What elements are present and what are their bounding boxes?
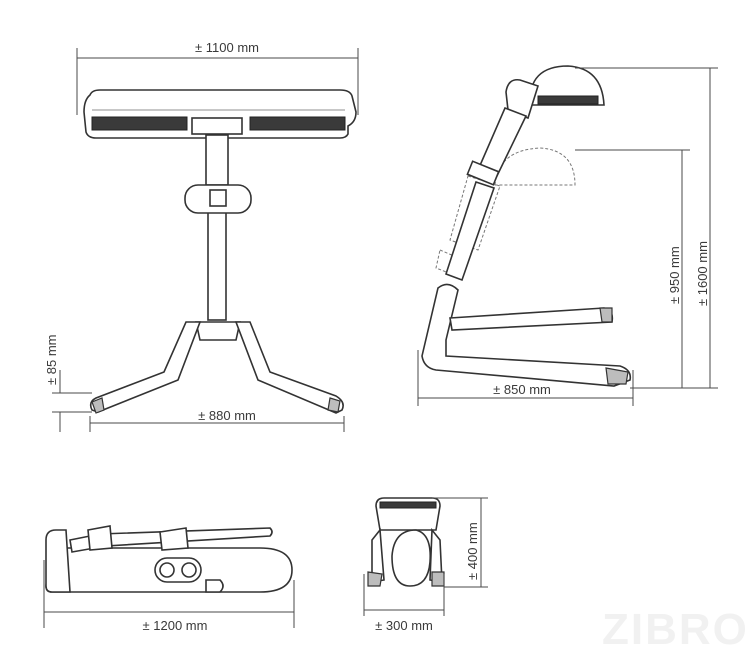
front-foot-left [91,397,105,414]
folded-foot [205,579,224,593]
folded-knob-left [159,562,175,578]
front-pole-lower [207,209,227,321]
end-width-label: ± 300 mm [375,618,433,633]
watermark: ZIBRO [602,605,749,654]
end-head-body [391,529,432,587]
front-foot-height-label: ± 85 mm [44,335,59,385]
front-view: ± 1100 mm ± 880 mm ± 85 mm [44,40,359,432]
front-width-label: ± 1100 mm [195,40,259,55]
end-heating-element [379,501,437,509]
side-arm-collar [466,160,500,186]
side-base-depth-label: ± 850 mm [493,382,551,397]
side-head-joint [505,78,539,120]
folded-end-view: ± 400 mm ± 300 mm [363,497,488,633]
folded-knob-right [181,562,197,578]
folded-length-label: ± 1200 mm [143,618,208,633]
side-base-frame [421,283,632,387]
side-min-height-label: ± 950 mm [667,246,682,304]
side-max-height-label: ± 1600 mm [695,241,710,306]
side-view: ± 850 mm ± 950 mm ± 1600 mm [417,65,718,406]
side-heating-element [537,95,599,105]
front-leg-right [234,321,344,414]
folded-view: ± 1200 mm [43,525,295,633]
folded-base-end [45,529,71,593]
folded-arm-clamp [159,527,189,551]
end-frame-right [429,527,443,583]
end-frame-left [371,527,385,583]
end-foot-left [367,571,383,587]
folded-pole-clamp [87,525,113,551]
front-heating-element-left [91,116,188,131]
front-collar-knob [209,189,227,207]
front-base-hub [195,321,241,341]
side-lower-arm [445,180,496,282]
end-foot-right [431,571,445,587]
front-base-width-label: ± 880 mm [198,408,256,423]
front-leg-left [89,321,202,413]
front-pole-upper [205,134,229,186]
side-foot-front [605,367,629,385]
front-head-bracket [191,117,243,135]
front-heating-element-right [249,116,346,131]
end-height-label: ± 400 mm [465,522,480,580]
side-foot-rear [599,307,613,323]
front-foot-right [327,397,341,413]
side-rear-leg [449,307,614,331]
